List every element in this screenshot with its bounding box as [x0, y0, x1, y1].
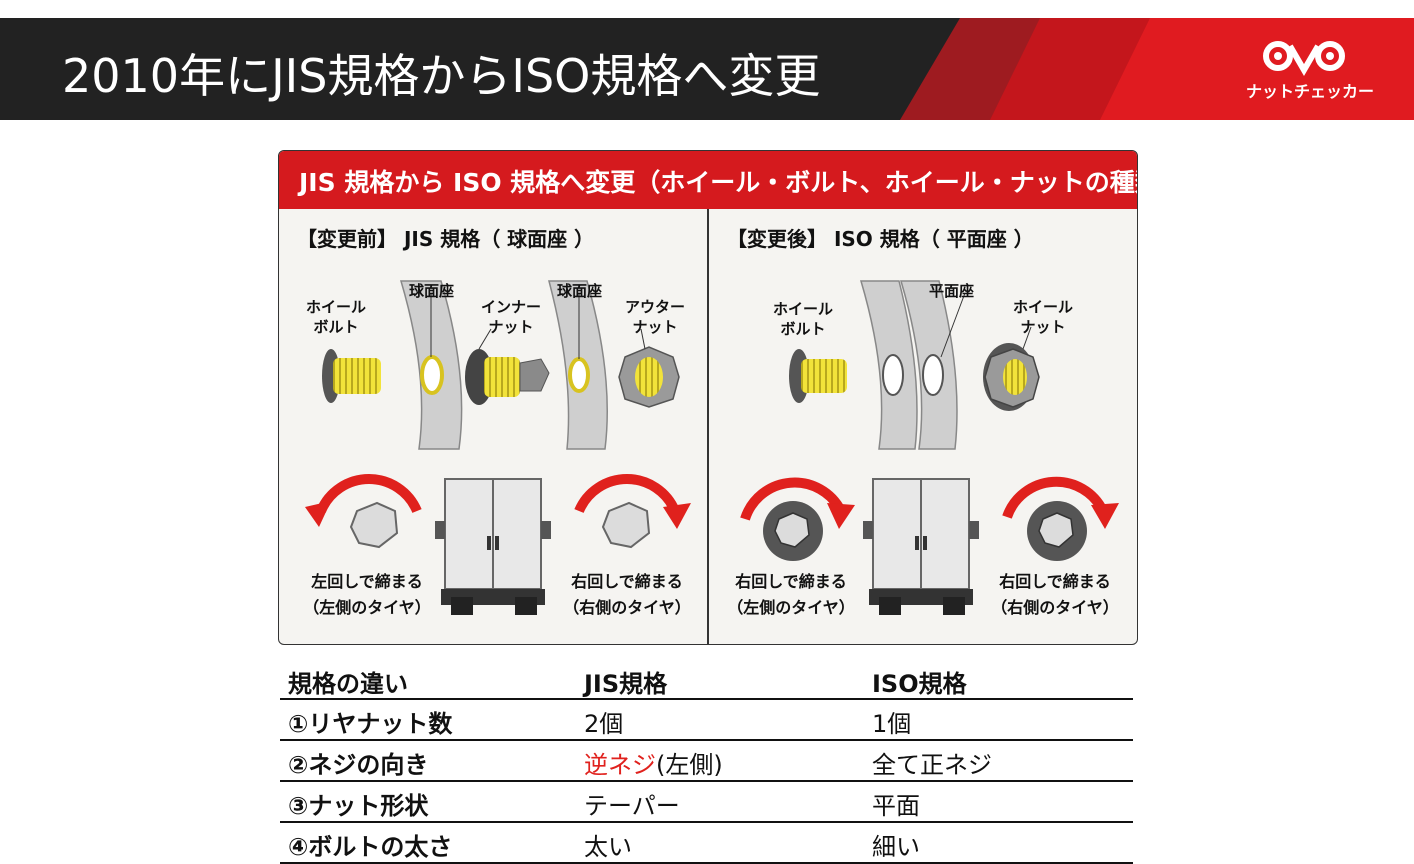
iso-left-caption: 右回しで締まる（左側のタイヤ） [727, 572, 855, 617]
diagram-illustration [305, 280, 1119, 615]
iso-wheel-nut-label: ホイールナット [1012, 298, 1073, 336]
jis-inner-nut-label: インナーナット [480, 298, 541, 336]
table-cell-item: ①リヤナット数 [288, 710, 453, 738]
iso-truck-icon [863, 478, 979, 615]
diagram-header: JIS 規格から ISO 規格へ変更（ホイール・ボルト、ホイール・ナットの種類） [279, 151, 1137, 209]
diagram-panel: JIS 規格から ISO 規格へ変更（ホイール・ボルト、ホイール・ナットの種類） [278, 150, 1138, 645]
jis-inner-nut-icon [465, 349, 550, 405]
reverse-thread-highlight: 逆ネジ [584, 751, 656, 779]
table-header-row: 規格の違い JIS規格 ISO規格 [280, 660, 1133, 700]
table-cell-item: ③ナット形状 [288, 792, 429, 820]
table-cell-item: ④ボルトの太さ [288, 833, 453, 861]
jis-section-title: 【変更前】 JIS 規格（ 球面座 ） [297, 227, 595, 251]
jis-left-caption: 左回しで締まる（左側のタイヤ） [303, 572, 431, 617]
table-cell-iso: 全て正ネジ [872, 751, 992, 779]
jis-left-rotation-arrow-icon [305, 474, 422, 527]
jis-outer-nut-label: アウターナット [624, 298, 685, 336]
iso-seat-label: 平面座 [929, 282, 975, 300]
table-cell-jis: テーパー [584, 792, 680, 820]
diagram-title: JIS 規格から ISO 規格へ変更（ホイール・ボルト、ホイール・ナットの種類） [299, 168, 1138, 197]
table-cell-jis: 逆ネジ(左側) [584, 745, 723, 780]
iso-wheel-bolt-icon [789, 349, 847, 403]
table-header-cell: JIS規格 [584, 670, 668, 698]
table-header-cell: 規格の違い [288, 670, 408, 698]
jis-right-caption: 右回しで締まる（右側のタイヤ） [563, 572, 691, 617]
page-title: 2010年にJIS規格からISO規格へ変更 [62, 49, 821, 103]
table-header-cell: ISO規格 [872, 670, 967, 698]
comparison-table: 規格の違い JIS規格 ISO規格 ①リヤナット数 2個 1個 ②ネジの向き 逆… [280, 660, 1133, 864]
page-header: 2010年にJIS規格からISO規格へ変更 ナットチェッカー [0, 18, 1414, 120]
jis-seat-b-label: 球面座 [557, 282, 603, 300]
iso-right-rotation-arrow-icon [1002, 476, 1119, 529]
logo-text: ナットチェッカー [1246, 82, 1375, 101]
iso-left-rotation-arrow-icon [740, 477, 855, 529]
reverse-thread-side: (左側) [656, 751, 723, 779]
table-row: ④ボルトの太さ 太い 細い [280, 823, 1133, 864]
iso-wheel-nut-icon [983, 343, 1040, 411]
table-cell-jis: 2個 [584, 710, 624, 738]
jis-right-nut-icon [601, 501, 651, 549]
table-row: ①リヤナット数 2個 1個 [280, 700, 1133, 741]
jis-left-nut-icon [349, 501, 399, 549]
table-cell-iso: 平面 [872, 792, 920, 820]
jis-right-rotation-arrow-icon [574, 474, 691, 529]
table-cell-jis: 太い [584, 833, 632, 861]
iso-section-title: 【変更後】 ISO 規格（ 平面座 ） [727, 227, 1034, 251]
jis-seat-a-label: 球面座 [409, 282, 455, 300]
table-cell-iso: 1個 [872, 710, 912, 738]
iso-wheel-bolt-label: ホイールボルト [772, 300, 833, 338]
jis-outer-nut-icon [618, 346, 680, 408]
table-cell-iso: 細い [872, 833, 920, 861]
iso-right-caption: 右回しで締まる（右側のタイヤ） [991, 572, 1119, 617]
jis-wheel-bolt-label: ホイールボルト [305, 298, 366, 336]
jis-wheel-bolt-icon [322, 349, 381, 403]
table-cell-item: ②ネジの向き [288, 751, 429, 779]
section-divider [707, 209, 709, 644]
logo-mark-icon [1263, 41, 1345, 76]
table-row: ②ネジの向き 逆ネジ(左側) 全て正ネジ [280, 741, 1133, 782]
table-row: ③ナット形状 テーパー 平面 [280, 782, 1133, 823]
jis-truck-icon [435, 478, 551, 615]
brand-logo: ナットチェッカー [1246, 36, 1375, 102]
